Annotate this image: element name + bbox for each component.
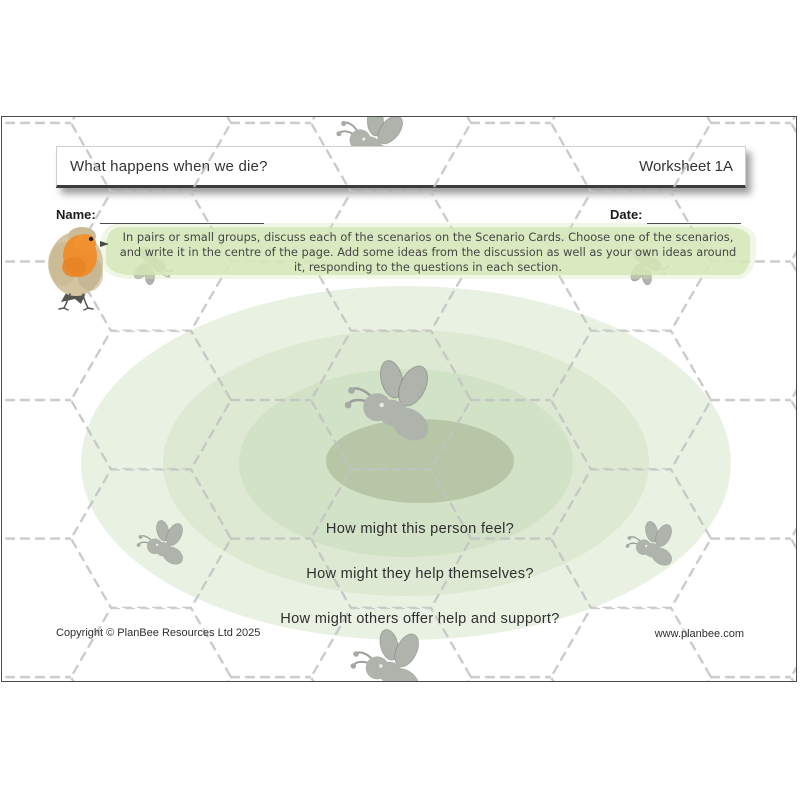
page-title: What happens when we die?	[70, 158, 268, 175]
question-others-support: How might others offer help and support?	[280, 611, 560, 627]
name-write-line	[99, 210, 264, 224]
instructions-highlight: In pairs or small groups, discuss each o…	[100, 223, 756, 279]
date-write-line	[646, 210, 741, 224]
question-help-themselves: How might they help themselves?	[306, 566, 534, 582]
instructions-text: In pairs or small groups, discuss each o…	[119, 230, 737, 275]
website-url: www.planbee.com	[654, 628, 744, 640]
bee-icon-center	[343, 356, 436, 449]
hexagon-pattern	[2, 117, 796, 681]
robin-icon	[48, 227, 109, 311]
date-label: Date:	[610, 207, 643, 222]
copyright-text: Copyright © PlanBee Resources Ltd 2025	[56, 627, 261, 639]
worksheet-page: What happens when we die? Worksheet 1A	[1, 116, 797, 682]
worksheet-header-bar: What happens when we die? Worksheet 1A	[56, 146, 746, 188]
bee-icon-top	[328, 117, 412, 180]
question-feel: How might this person feel?	[325, 521, 515, 537]
name-date-row: Name: Date:	[56, 206, 744, 224]
ellipse-center-writing-space	[326, 419, 514, 503]
name-label: Name:	[56, 207, 96, 222]
mind-map-ellipses	[81, 286, 731, 640]
ellipse-ring-second	[163, 330, 649, 596]
ellipse-ring-outer	[81, 286, 731, 640]
bee-silhouettes	[128, 241, 677, 681]
bee-icon-bottom	[349, 626, 426, 681]
worksheet-number: Worksheet 1A	[639, 158, 733, 175]
